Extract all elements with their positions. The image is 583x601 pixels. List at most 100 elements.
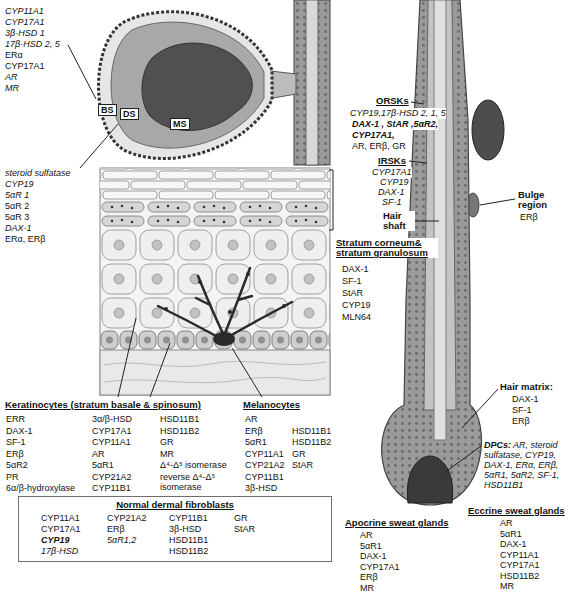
gene-label: 5αR1	[360, 541, 382, 552]
epidermis-frame	[100, 168, 330, 395]
stratum-corneum	[100, 168, 330, 200]
gene-label: CYP11A1	[500, 550, 539, 561]
group-heading: Keratinocytes (stratum basale & spinosum…	[5, 400, 201, 411]
gene-label: SF-1	[512, 405, 532, 416]
layer-callout: MS	[170, 118, 190, 130]
dermal-fibers	[104, 361, 326, 382]
gene-label: MR	[5, 83, 19, 94]
melanin-granule	[228, 310, 232, 314]
gene-label: CYP19	[5, 179, 34, 190]
gene-label: steroid sulfatase	[5, 168, 71, 179]
gene-label: 5αR 3	[5, 212, 29, 223]
sebaceous-gland-basal-layer	[99, 12, 273, 159]
layer-bracket	[329, 170, 333, 230]
leader-line	[68, 45, 96, 99]
gene-label: 6α/β-hydroxylase	[6, 483, 75, 494]
structure-label: Hair matrix:	[500, 382, 553, 393]
stratum-granulosum	[100, 200, 330, 228]
structure-label: Hair shaft	[383, 211, 415, 231]
leader-line	[411, 102, 424, 104]
gene-label: ERβ	[520, 212, 538, 223]
stratum-basale	[100, 330, 330, 350]
gene-label: AR	[500, 518, 513, 529]
gene-label: DAX-1	[342, 264, 369, 275]
gene-label: 3β-HSD	[169, 524, 201, 535]
gene-label: CYP19,17β-HSD 2, 1, 5	[350, 108, 446, 119]
gene-label: CYP11A1	[41, 513, 80, 524]
gene-label: HSD11B1	[160, 414, 199, 425]
gene-label: HSD11B1	[169, 535, 208, 546]
gene-label: GR	[292, 449, 306, 460]
gene-label: AR	[92, 449, 105, 460]
leader-line	[409, 161, 427, 163]
structure-label: Bulge region	[518, 190, 558, 210]
gene-label: StAR	[292, 460, 313, 471]
gene-label: 17β-HSD	[41, 546, 78, 557]
melanin-granule	[246, 272, 250, 276]
leader-line	[480, 199, 515, 205]
cell-type-box: Normal dermal fibroblastsCYP11A1CYP17A1C…	[18, 496, 332, 562]
gene-label: 5αR 1	[5, 190, 29, 201]
group-heading: Stratum corneum& stratum granulosum	[336, 238, 438, 258]
gene-label: ERβ	[107, 524, 125, 535]
gene-label: CYP21A2	[92, 472, 132, 483]
follicle-sebaceous-gland	[472, 100, 504, 160]
gene-label: ERβ	[512, 416, 530, 427]
gene-label: 5αR1	[245, 437, 267, 448]
gene-label: HSD11B2	[160, 426, 199, 437]
gene-label: 5αR1,2	[107, 535, 136, 546]
gene-label: HSD11B1	[292, 426, 331, 437]
sebaceous-gland-mature-layer	[142, 43, 252, 130]
gene-label: HSD11B2	[500, 571, 539, 582]
gene-label: AR, ERβ, GR	[352, 141, 406, 152]
gene-label: CYP19	[342, 300, 371, 311]
leader-line	[444, 446, 481, 473]
gene-label: MLN64	[342, 312, 371, 323]
gene-label: CYP11B1	[92, 483, 131, 494]
gene-label: GR	[234, 513, 248, 524]
group-heading: Melanocytes	[243, 400, 300, 411]
gene-label: CYP11B1	[245, 472, 284, 483]
gene-label: Δ⁴-Δ⁵ isomerase	[160, 460, 227, 471]
layer-callout: DS	[120, 108, 139, 120]
gene-label: 3β-HSD 1	[5, 28, 45, 39]
gene-label: ERβ	[245, 426, 263, 437]
gene-label: HSD11B2	[169, 546, 208, 557]
leader-line	[150, 343, 170, 397]
gene-label: CYP17A1,	[352, 130, 395, 141]
gene-label: ERβ	[6, 449, 24, 460]
gene-label: 17β-HSD 2, 5	[5, 39, 60, 50]
leader-line	[413, 221, 439, 222]
group-heading: ORSKs	[376, 96, 409, 107]
gene-label: ERβ	[360, 572, 378, 583]
gene-label: ERα	[5, 50, 23, 61]
gene-label: CYP11B1	[169, 513, 208, 524]
dermis	[100, 350, 330, 395]
leader-line	[118, 318, 136, 397]
gene-label: CYP17A1	[41, 524, 81, 535]
gene-label: AR	[5, 72, 18, 83]
sebaceous-gland-differentiating-layer	[111, 22, 264, 148]
gene-label: DAX-1	[500, 539, 527, 550]
gene-label: DAX-1 , StAR ,5αR2,	[352, 119, 438, 130]
melanin-granule	[164, 307, 168, 311]
gene-label: SF-1	[342, 276, 362, 287]
gene-label: 3β-HSD	[245, 483, 277, 494]
leader-line	[80, 124, 118, 168]
leader-line	[462, 389, 498, 428]
gene-label: CYP17A1	[5, 17, 45, 28]
melanin-granule	[282, 304, 286, 308]
gene-label: CYP17A1	[500, 560, 540, 571]
gene-label: CYP21A2	[107, 513, 147, 524]
gene-label: 5αR1	[500, 529, 522, 540]
hair-shaft	[434, 0, 446, 440]
gene-label: CYP17A1	[5, 61, 45, 72]
hair-shaft	[306, 0, 318, 165]
gene-label: DAX-1	[5, 223, 32, 234]
gene-label: MR	[500, 581, 514, 592]
gene-label: AR	[360, 530, 373, 541]
gene-label: CYP17A1	[360, 562, 400, 573]
gene-label: MR	[160, 449, 174, 460]
dermal-papilla	[407, 456, 452, 503]
